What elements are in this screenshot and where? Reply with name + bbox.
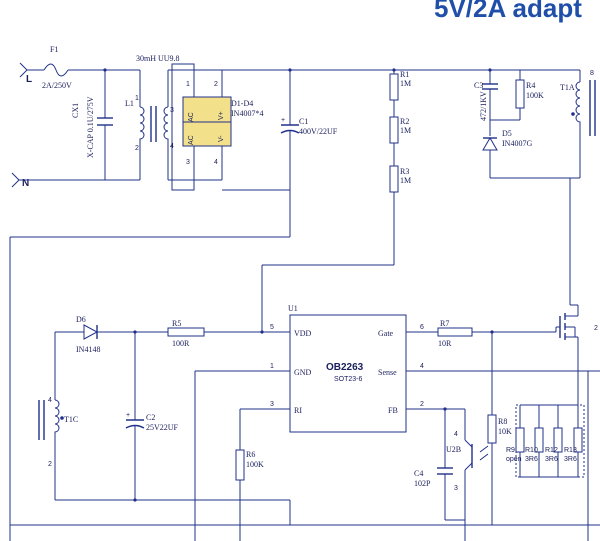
- c1-bulk-capacitor: +: [280, 70, 300, 190]
- aux-supply: +: [38, 324, 290, 501]
- bridge-pin-4: 4: [214, 159, 218, 166]
- u1-pin-sense: Sense: [378, 368, 397, 377]
- mosfet-ref: 2: [594, 325, 598, 332]
- r2-ref: R2: [400, 117, 409, 126]
- svg-text:+: +: [126, 412, 130, 419]
- current-sense-resistors: [515, 371, 589, 541]
- l1-ref: L1: [125, 99, 134, 108]
- u1-pin-num-1: 1: [270, 363, 274, 370]
- svg-text:+: +: [281, 117, 285, 124]
- r5-ref: R5: [172, 319, 181, 328]
- cx1-value: X-CAP 0.1U/275V: [86, 96, 95, 158]
- r13-value: 3R6: [564, 456, 577, 463]
- d5-ref: D5: [502, 129, 512, 138]
- u1-part-name: OB2263: [326, 362, 364, 373]
- schematic-title: 5V/2A adapt: [434, 0, 582, 23]
- rcd-snubber: [482, 69, 570, 179]
- l1-value: 30mH UU9.8: [136, 54, 180, 63]
- l1-pin-2: 2: [135, 145, 139, 152]
- u1-pin-num-4: 4: [420, 363, 424, 370]
- r9-ref: R9: [506, 447, 515, 454]
- u1-pin-fb: FB: [388, 406, 398, 415]
- d6-value: IN4148: [76, 345, 100, 354]
- t1c-pin-2: 2: [48, 461, 52, 468]
- t1a-pin: 8: [590, 70, 594, 77]
- t1a-primary-winding: [570, 70, 596, 179]
- ac-input-line: L N: [11, 62, 141, 189]
- u1-pin-num-3: 3: [270, 401, 274, 408]
- bridge-pin-3: 3: [186, 159, 190, 166]
- u1-ref: U1: [288, 304, 298, 313]
- c1-ref: C1: [299, 117, 308, 126]
- r4-value: 100K: [526, 91, 544, 100]
- r7-ref: R7: [440, 319, 449, 328]
- r8-ref: R8: [498, 417, 507, 426]
- line-input-label: L: [26, 74, 32, 85]
- d6-ref: D6: [76, 315, 86, 324]
- r6-value: 100K: [246, 460, 264, 469]
- bridge-value: IN4007*4: [231, 109, 263, 118]
- u2b-pin-4: 4: [454, 431, 458, 438]
- c1-value: 400V/22UF: [299, 127, 338, 136]
- r12-value: 3R6: [545, 456, 558, 463]
- r4-ref: R4: [526, 81, 535, 90]
- f1-value: 2A/250V: [42, 81, 72, 90]
- l1-pin-3: 3: [170, 107, 174, 114]
- r13-ref: R13: [564, 447, 577, 454]
- c3-value: 472/1KV: [479, 91, 488, 121]
- bridge-ref: D1-D4: [231, 99, 253, 108]
- startup-resistor-chain: [261, 70, 399, 332]
- r9-value: open: [506, 456, 522, 463]
- l1-pin-4: 4: [170, 143, 174, 150]
- r3-value: 1M: [400, 176, 411, 185]
- t1c-pin-4: 4: [48, 397, 52, 404]
- u1-controller: [194, 314, 600, 541]
- bridge-pin-2: 2: [214, 81, 218, 88]
- u1-pin-vdd: VDD: [294, 329, 312, 338]
- r1-ref: R1: [400, 70, 409, 79]
- u1-pin-gate: Gate: [378, 329, 394, 338]
- l1-pin-1: 1: [135, 95, 139, 102]
- c2-ref: C2: [146, 413, 155, 422]
- u1-pin-ri: RI: [294, 406, 302, 415]
- bridge-ac-bottom: AC: [188, 135, 195, 145]
- bridge-ac-top: AC: [188, 112, 195, 122]
- r10-ref: R10: [525, 447, 538, 454]
- t1a-ref: T1A: [560, 83, 575, 92]
- r2-value: 1M: [400, 126, 411, 135]
- r3-ref: R3: [400, 167, 409, 176]
- t1c-ref: T1C: [64, 415, 78, 424]
- c2-value: 25V22UF: [146, 423, 179, 432]
- r7-value: 10R: [438, 339, 452, 348]
- bridge-pin-1: 1: [186, 81, 190, 88]
- u2b-pin-3: 3: [454, 485, 458, 492]
- r8-resistor: [487, 332, 497, 520]
- u1-package: SOT23-6: [334, 376, 363, 383]
- c4-ref: C4: [414, 469, 423, 478]
- u1-pin-gnd: GND: [294, 368, 312, 377]
- power-mosfet: [559, 304, 579, 405]
- r8-value: 10K: [498, 427, 512, 436]
- r6-ref: R6: [246, 450, 255, 459]
- c3-ref: C3: [474, 81, 483, 90]
- r5-value: 100R: [172, 339, 190, 348]
- neutral-input-label: N: [22, 178, 29, 189]
- u2b-optocoupler: [437, 409, 489, 541]
- cx1-ref: CX1: [71, 103, 80, 118]
- u2b-ref: U2B: [446, 445, 461, 454]
- bridge-vplus: V+: [218, 111, 225, 120]
- bridge-vminus: V-: [218, 135, 225, 142]
- f1-ref: F1: [50, 45, 58, 54]
- d5-value: IN4007G: [502, 139, 532, 148]
- c4-value: 102P: [414, 479, 431, 488]
- r12-ref: R12: [545, 447, 558, 454]
- r10-value: 3R6: [525, 456, 538, 463]
- u1-pin-num-6: 6: [420, 324, 424, 331]
- cx1-capacitor: [97, 117, 113, 126]
- u1-pin-num-5: 5: [270, 324, 274, 331]
- r1-value: 1M: [400, 79, 411, 88]
- u1-pin-num-2: 2: [420, 401, 424, 408]
- bridge-rectifier: [182, 69, 290, 191]
